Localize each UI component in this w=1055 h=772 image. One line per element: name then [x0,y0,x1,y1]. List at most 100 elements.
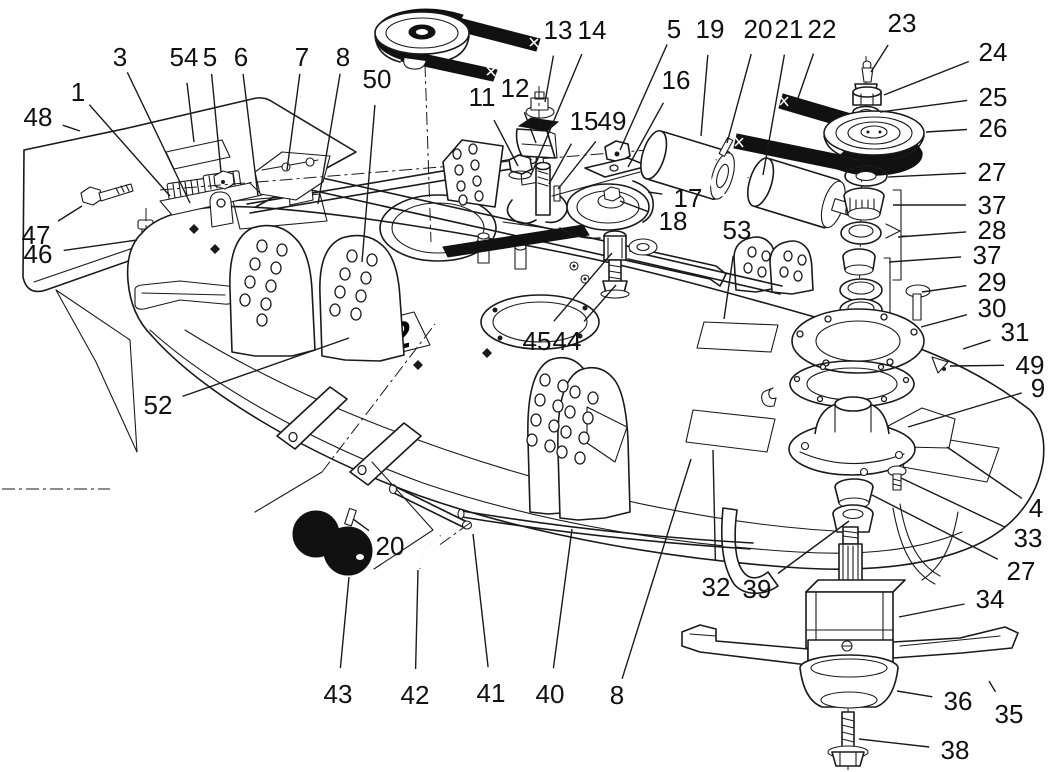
leader-line [887,172,967,178]
callout-number: 18 [659,206,688,236]
callout-number: 48 [24,102,53,132]
roller-19 [640,129,751,200]
callout-5: 5 [203,42,222,173]
leader-line [883,60,970,96]
leader-line [63,239,138,252]
leader-line [871,494,999,560]
leader-line [530,53,583,176]
callout-number: 49 [1016,350,1045,380]
callout-number: 43 [324,679,353,709]
leader-line [700,54,709,137]
callout-8: 8 [317,42,350,205]
leader-line [544,55,555,103]
leader-line [286,73,301,171]
callout-number: 19 [696,14,725,44]
callout-49: 49 [557,106,627,190]
callout-45: 45 [523,252,613,356]
blade-cup-36 [799,654,899,709]
callout-4: 4 [946,446,1043,523]
callout-48: 48 [24,102,81,132]
callout-15: 15 [548,106,598,185]
support-straps [2,323,436,570]
callout-number: 39 [743,574,772,604]
callout-14: 14 [530,15,606,176]
knob-pin-20 [344,507,357,527]
leader-line [414,569,419,670]
callout-28: 28 [897,215,1007,245]
callout-20: 20 [726,14,772,144]
callout-number: 36 [944,686,973,716]
callout-number: 13 [544,15,573,45]
callout-number: 34 [976,584,1005,614]
callout-number: 28 [978,215,1007,245]
callout-43: 43 [324,576,353,709]
callout-number: 11 [469,82,496,112]
leader-line [627,102,665,168]
callout-35: 35 [988,680,1023,729]
callout-54: 54 [170,42,198,143]
leader-line [182,337,350,398]
callout-27: 27 [871,494,1035,586]
callout-number: 41 [477,678,506,708]
callout-8: 8 [610,458,692,710]
callout-20: 20 [352,518,404,561]
callout-21: 21 [762,14,803,176]
callout-6: 6 [234,42,259,197]
leader-line [186,82,195,143]
leader-line [897,231,967,238]
leader-line [553,252,613,322]
callout-number: 8 [610,680,624,710]
leader-line [619,200,649,213]
callout-40: 40 [536,528,573,709]
callout-number: 7 [295,42,309,72]
callout-number: 6 [234,42,248,72]
callout-number: 37 [978,190,1007,220]
leader-line [339,576,350,669]
callout-11: 11 [469,82,519,167]
callout-number: 22 [808,14,837,44]
callout-number: 3 [113,42,127,72]
leader-line [949,364,1005,367]
callout-50: 50 [361,64,391,263]
leader-line [870,44,889,73]
callout-29: 29 [921,267,1007,297]
knob-balls-43 [292,507,373,576]
callout-number: 38 [941,735,970,765]
deck-edge-curls [892,503,959,585]
callout-7: 7 [286,42,309,171]
callout-number: 9 [1031,373,1045,403]
leader-line [896,690,933,698]
callout-34: 34 [898,584,1005,618]
leader-line [317,73,341,205]
callout-3: 3 [113,42,191,204]
leader-line [62,124,81,132]
callout-33: 33 [900,477,1042,553]
callout-number: 17 [674,183,703,213]
callout-42: 42 [401,569,429,710]
leader-line [723,255,734,320]
callout-5: 5 [619,14,681,151]
leader-line [552,528,573,669]
callout-number: 32 [702,572,731,602]
leader-line [900,477,1005,528]
callout-number: 49 [598,106,627,136]
leader-line [647,191,663,195]
callout-53: 53 [723,215,751,320]
spindle-shaft [842,526,859,545]
callout-number: 12 [501,73,530,103]
leader-line [988,680,997,693]
callout-38: 38 [858,735,970,765]
leader-line [126,71,191,204]
leader-line [796,53,815,102]
callout-18: 18 [619,200,688,236]
leader-line [925,128,968,133]
leader-line [493,119,519,167]
callout-number: 29 [978,267,1007,297]
leader-line [762,54,786,176]
blade-bolt-38 [827,711,869,767]
carriage-bolt-47 [80,183,134,206]
roller-pin-20 [718,137,734,157]
leader-line [888,256,962,263]
leader-line [726,53,752,144]
